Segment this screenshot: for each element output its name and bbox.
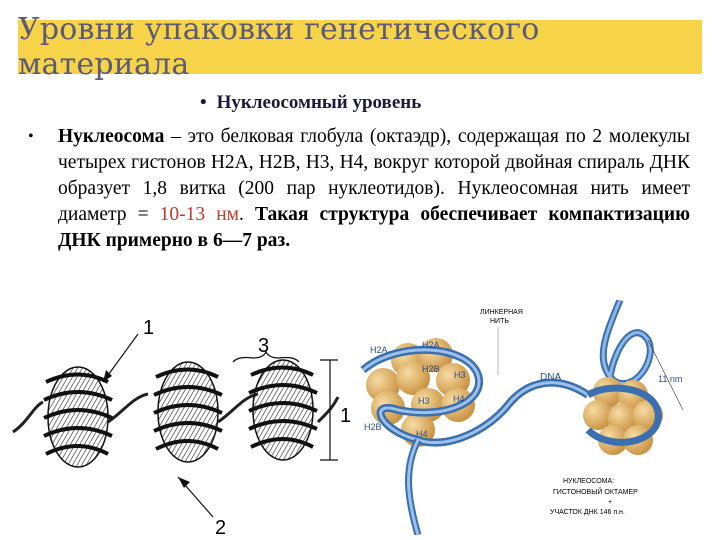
diameter-value: 10-13 нм — [159, 204, 240, 225]
histone-label-h4: H4 — [453, 394, 465, 404]
title-band: Уровни упаковки генетического материала — [18, 12, 702, 82]
caption-line-2: ГИСТОНОВЫЙ ОКТАМЕР — [553, 487, 638, 496]
subheading: • Нуклеосомный уровень — [200, 92, 421, 114]
histone-label-h2a-outer: H2A — [370, 345, 388, 355]
compaction-statement: Такая структура обеспечивает компактизац… — [58, 204, 690, 251]
nucleosome-bead-3 — [248, 359, 318, 461]
nucleosome-bead-1 — [43, 366, 113, 468]
definition-paragraph: • Нуклеосома – это белковая глобула (окт… — [28, 124, 690, 254]
bullet-icon: • — [28, 128, 34, 145]
caption-line-3: + — [608, 499, 612, 506]
linker-label-2: НИТЬ — [490, 318, 509, 325]
term-nucleosome: Нуклеосома — [58, 126, 165, 147]
histone-label-h2b-outer: H2B — [364, 422, 382, 432]
label-1-side: 1 — [340, 405, 351, 427]
caption-line-4: УЧАСТОК ДНК 146 п.н. — [550, 509, 625, 516]
subheading-text: Нуклеосомный уровень — [216, 92, 422, 113]
nucleosome-fiber-schematic: 1 3 1 2 — [12, 317, 351, 537]
slide-title: Уровни упаковки генетического материала — [18, 12, 540, 82]
linker-label-1: ЛИНКЕРНАЯ — [480, 309, 523, 316]
definition-body: – это белковая глобула (октаэдр), содерж… — [58, 126, 690, 225]
nucleosome-bead-2 — [153, 361, 223, 463]
label-1-top: 1 — [143, 317, 154, 339]
histone-label-h2b: H2B — [422, 364, 440, 374]
brace-3 — [232, 350, 300, 363]
label-2: 2 — [215, 517, 226, 537]
size-label: 11 nm — [658, 374, 682, 384]
label-3: 3 — [258, 335, 269, 357]
histone-label-h4-2: H4 — [416, 429, 428, 439]
dna-label: DNA — [540, 372, 561, 383]
bullet-icon: • — [200, 92, 207, 113]
definition-text: Нуклеосома – это белковая глобула (октаэ… — [58, 124, 690, 254]
histone-label-h3: H3 — [454, 370, 466, 380]
histone-label-h3-2: H3 — [418, 396, 430, 406]
histone-label-h2a: H2A — [422, 340, 440, 350]
nucleosome-model-diagram: ЛИНКЕРНАЯ НИТЬ H2A H2A H2B H3 H3 H4 H2B … — [360, 300, 684, 535]
caption-line-1: НУКЛЕОСОМА: — [563, 478, 614, 485]
definition-sep: . — [239, 204, 255, 225]
